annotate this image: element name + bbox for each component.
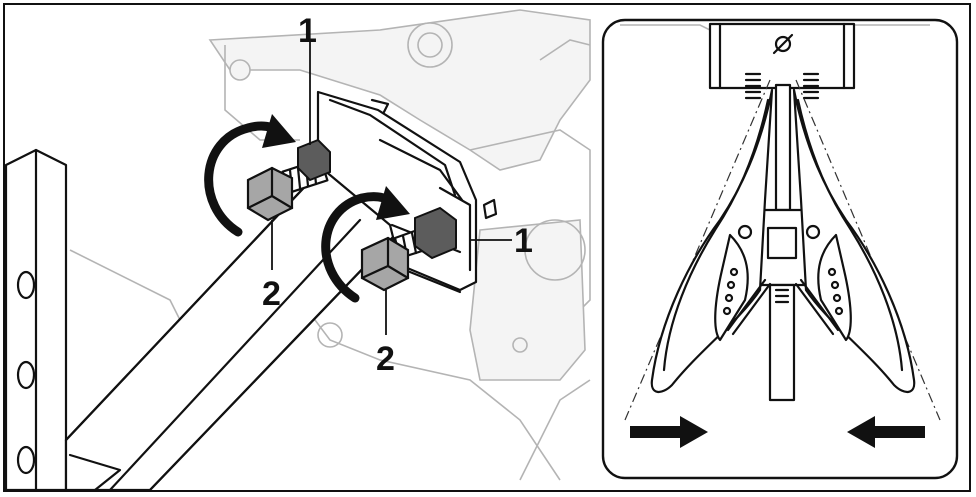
plate-hole [16, 360, 36, 390]
nut-lower [414, 206, 457, 260]
nut-upper [297, 138, 331, 182]
curved-rotation-arrow-icon [204, 114, 296, 237]
bolt-head-upper [246, 166, 294, 222]
plate-hole [16, 270, 36, 300]
callout-nut-top: 1 [298, 12, 317, 50]
bolt-lower [360, 198, 498, 292]
arrow-left-icon [847, 416, 925, 448]
callout-nut-right: 1 [514, 222, 533, 260]
callout-bolt-left: 2 [262, 275, 281, 313]
diameter-symbol-icon [774, 35, 792, 53]
top-mount-block [708, 22, 856, 90]
plate-hole [16, 445, 36, 475]
bolt-head-lower [360, 236, 410, 292]
bolt-upper [246, 138, 331, 222]
inset-panel [601, 18, 959, 480]
callout-bolt-bottom: 2 [376, 340, 395, 378]
frame-plate [4, 148, 68, 492]
arrow-right-icon [630, 416, 708, 448]
curved-rotation-arrow-icon [321, 186, 410, 303]
